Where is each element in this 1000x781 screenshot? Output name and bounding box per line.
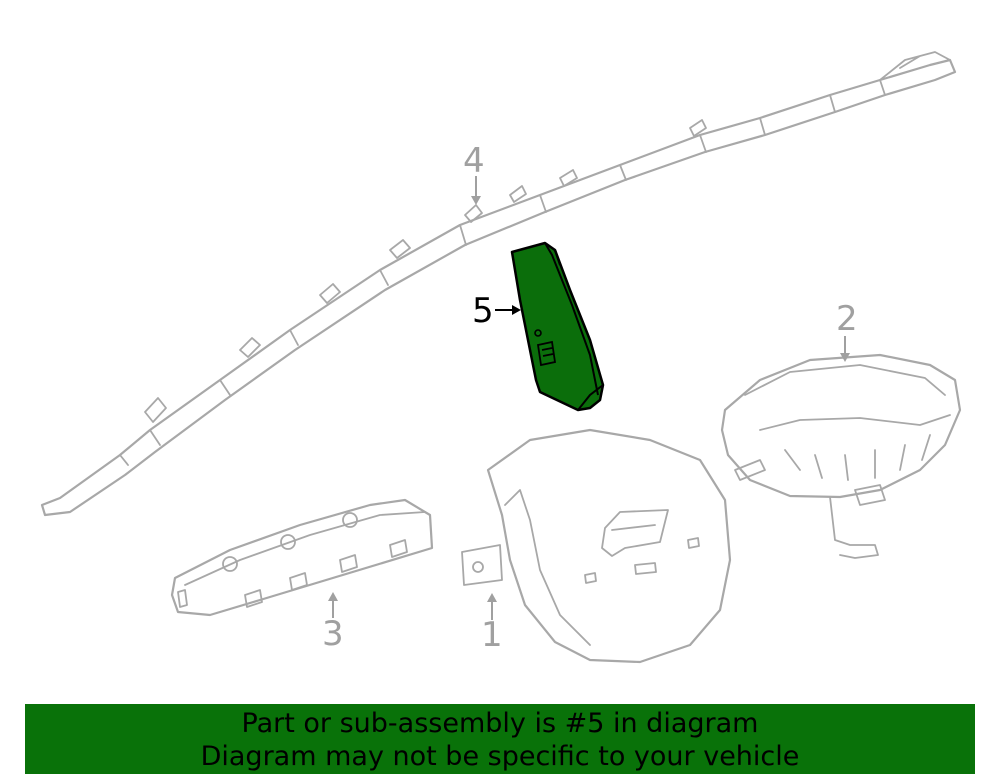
- part-4-curtain-airbag: [40, 51, 957, 517]
- callout-label-2: 2: [836, 299, 858, 339]
- banner-line-1: Part or sub-assembly is #5 in diagram: [241, 708, 759, 739]
- callout-label-3: 3: [322, 614, 344, 654]
- callout-5-arrowhead: [512, 305, 521, 315]
- callout-label-5: 5: [472, 291, 494, 331]
- callout-2-arrowhead: [840, 353, 850, 362]
- part-1-steering-wheel-airbag: [461, 428, 732, 664]
- banner-line-2: Diagram may not be specific to your vehi…: [200, 741, 800, 772]
- callout-3: 3: [322, 592, 344, 654]
- callout-1: 1: [481, 593, 503, 655]
- callout-3-arrowhead: [328, 592, 338, 601]
- callout-label-1: 1: [481, 615, 503, 655]
- callout-label-4: 4: [463, 141, 485, 181]
- callout-5: 5: [472, 291, 521, 331]
- notice-banner: Part or sub-assembly is #5 in diagram Di…: [25, 704, 975, 774]
- callout-4-arrowhead: [471, 196, 481, 205]
- part-5-highlighted-airbag: [510, 241, 605, 412]
- part-3-airbag-module: [170, 498, 434, 617]
- callout-2: 2: [836, 299, 858, 362]
- callout-1-arrowhead: [487, 593, 497, 602]
- part-2-passenger-airbag: [720, 353, 962, 559]
- callout-4: 4: [463, 141, 485, 205]
